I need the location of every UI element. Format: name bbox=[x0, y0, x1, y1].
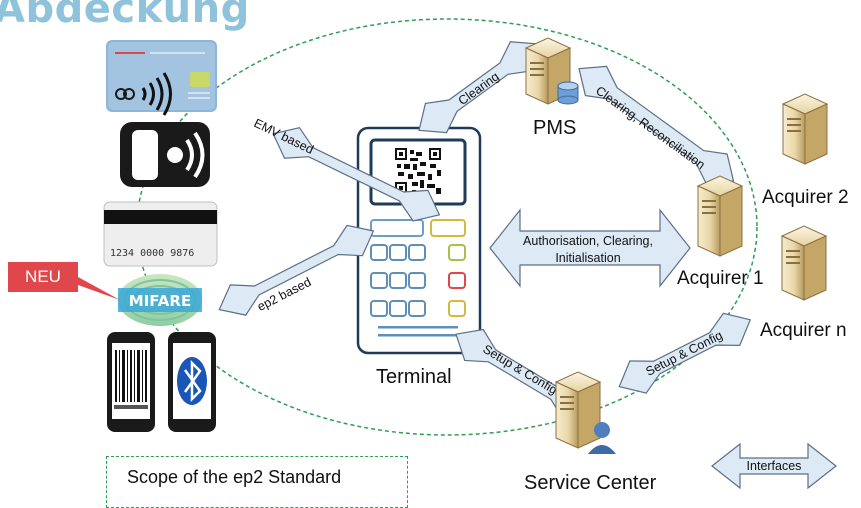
arrow-interfaces-legend bbox=[711, 442, 837, 490]
arrow-label-interfaces: Interfaces bbox=[747, 459, 802, 473]
arrow-emv bbox=[272, 127, 441, 222]
arrow-label-setup-right: Setup & Config bbox=[644, 328, 725, 379]
legend-scope-label: Scope of the ep2 Standard bbox=[127, 467, 342, 487]
pms-label: PMS bbox=[533, 117, 577, 139]
server-acquirer-1 bbox=[696, 175, 744, 257]
acquirer-1-label: Acquirer 1 bbox=[677, 268, 764, 289]
arrow-label-setup-left: Setup & Config bbox=[480, 342, 559, 397]
arrow-label-auth-2: Initialisation bbox=[555, 251, 620, 265]
arrow-ep2 bbox=[218, 224, 375, 316]
terminal-label: Terminal bbox=[376, 366, 452, 388]
user-icon bbox=[594, 422, 610, 438]
server-acquirer-n bbox=[780, 225, 828, 301]
neu-badge: NEU bbox=[8, 262, 78, 292]
qr-code-icon bbox=[395, 148, 441, 194]
service-center-label: Service Center bbox=[524, 472, 657, 494]
contactless-card-icon bbox=[106, 40, 217, 116]
legend-scope: Scope of the ep2 Standard bbox=[106, 456, 408, 508]
arrows bbox=[218, 41, 837, 490]
bluetooth-phone-icon bbox=[168, 332, 216, 432]
nfc-phone-icon bbox=[120, 122, 210, 187]
arrow-label-clearing: Clearing bbox=[456, 69, 502, 108]
magstripe-card-icon: 1234 0000 9876 bbox=[103, 201, 218, 267]
card-number: 1234 0000 9876 bbox=[110, 248, 194, 259]
acquirer-2-label: Acquirer 2 bbox=[762, 187, 849, 208]
page-title: Abdeckung bbox=[0, 0, 250, 32]
mifare-text: MIFARE bbox=[129, 292, 191, 310]
terminal-keypad bbox=[370, 219, 466, 317]
terminal-device bbox=[356, 126, 482, 355]
neu-pointer bbox=[78, 277, 120, 300]
barcode-phone-icon bbox=[107, 332, 155, 432]
arrow-setup-right bbox=[618, 312, 752, 394]
server-acquirer-2 bbox=[781, 93, 829, 165]
server-service-center bbox=[554, 371, 616, 454]
diagram-canvas: 1234 0000 9876 MIFARE bbox=[78, 18, 837, 490]
server-icon bbox=[524, 37, 829, 454]
server-pms bbox=[524, 37, 579, 105]
acquirer-n-label: Acquirer n bbox=[760, 320, 847, 341]
mifare-logo-icon: MIFARE bbox=[118, 274, 202, 326]
arrow-label-auth-1: Authorisation, Clearing, bbox=[523, 234, 653, 248]
arrow-label-clearing-reconciliation: Clearing, Reconciliation bbox=[593, 84, 708, 173]
arrow-authorisation bbox=[489, 208, 691, 288]
